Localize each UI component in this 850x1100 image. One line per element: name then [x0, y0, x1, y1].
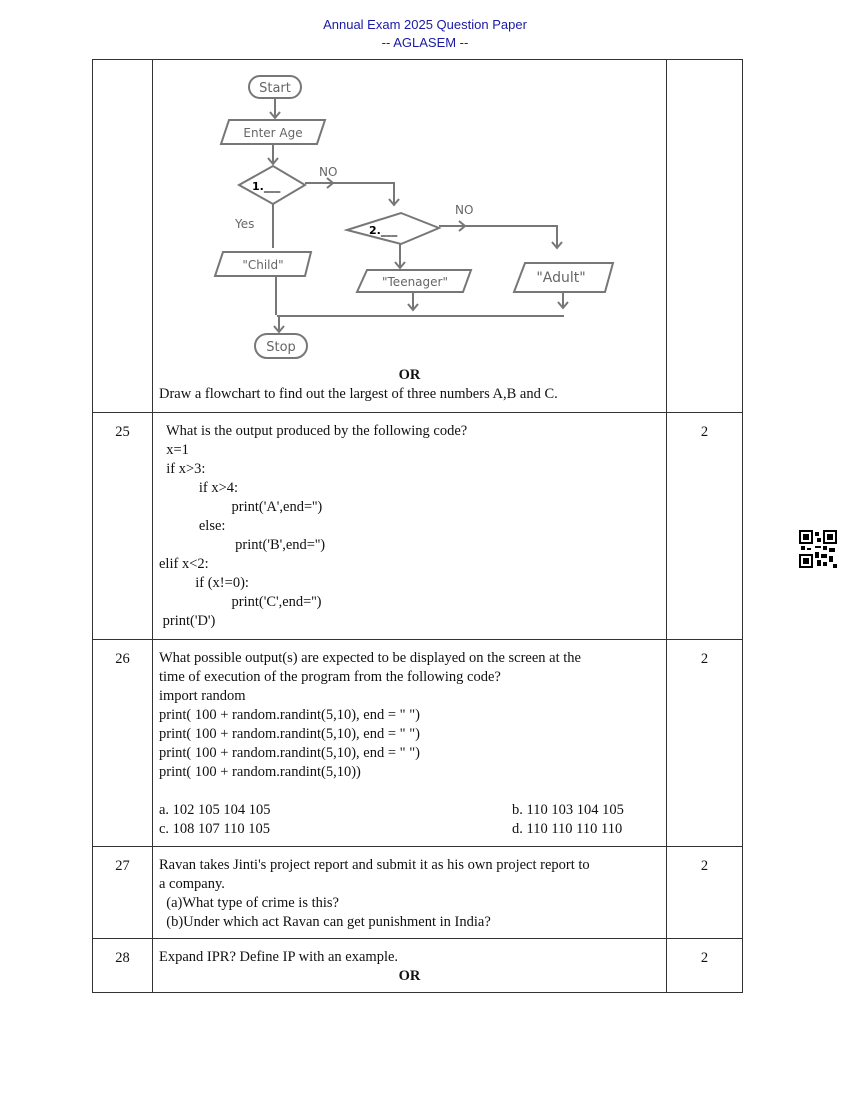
code-line: elif x<2: [159, 556, 209, 572]
marks: 2 [666, 938, 743, 993]
question-line: a company. [159, 876, 225, 892]
code-line: print( 100 + random.randint(5,10), end =… [159, 726, 420, 742]
code-line: import random [159, 688, 246, 704]
table-row: 28 Expand IPR? Define IP with an example… [92, 938, 743, 993]
code-line: if (x!=0): [159, 575, 249, 591]
flowchart-image: Start Enter Age 1.___ 2.___ Yes NO NO "C… [213, 75, 615, 359]
code-line: print('A',end='') [159, 499, 323, 515]
flow-start: Start [259, 81, 291, 96]
flow-no-label-2: NO [455, 203, 473, 217]
code-line: if x>4: [159, 480, 239, 496]
question-text: Draw a flowchart to find out the largest… [159, 386, 558, 402]
qr-code-icon [799, 530, 837, 568]
flow-output-teenager: "Teenager" [382, 275, 448, 289]
flow-decision-1: 1.___ [252, 180, 281, 193]
or-label: OR [398, 367, 421, 383]
flow-no-label-1: NO [319, 165, 337, 179]
flow-input: Enter Age [243, 126, 302, 140]
code-line: x=1 [159, 442, 189, 458]
options: a. 102 105 104 105 b. 110 103 104 105 c.… [159, 801, 660, 839]
question-number: 25 [92, 412, 153, 640]
code-line: What is the output produced by the follo… [159, 423, 468, 439]
question-line: time of execution of the program from th… [159, 669, 501, 685]
flow-output-adult: "Adult" [536, 270, 585, 286]
flow-yes-label: Yes [234, 217, 254, 231]
header-subtitle: -- AGLASEM -- [381, 35, 469, 50]
question-line: (a)What type of crime is this? [159, 895, 339, 911]
header-title: Annual Exam 2025 Question Paper [323, 17, 527, 32]
question-table: Start Enter Age 1.___ 2.___ Yes NO NO "C… [92, 59, 743, 993]
code-line: print( 100 + random.randint(5,10), end =… [159, 745, 420, 761]
table-row: Start Enter Age 1.___ 2.___ Yes NO NO "C… [92, 59, 743, 413]
table-row: 26 What possible output(s) are expected … [92, 639, 743, 847]
code-line: if x>3: [159, 461, 206, 477]
code-line: print('C',end='') [159, 594, 322, 610]
option-c: c. 108 107 110 105 [159, 821, 271, 837]
option-b: b. 110 103 104 105 [512, 802, 624, 818]
marks: 2 [666, 412, 743, 640]
table-row: 25 What is the output produced by the fo… [92, 412, 743, 640]
question-number: 26 [92, 639, 153, 847]
table-row: 27 Ravan takes Jinti's project report an… [92, 846, 743, 939]
code-line: print( 100 + random.randint(5,10), end =… [159, 707, 420, 723]
question-number: 28 [92, 938, 153, 993]
code-line: print( 100 + random.randint(5,10)) [159, 764, 361, 780]
flow-decision-2: 2.___ [369, 224, 398, 237]
marks: 2 [666, 846, 743, 939]
flow-output-child: "Child" [242, 258, 283, 272]
question-line: Ravan takes Jinti's project report and s… [159, 857, 590, 873]
or-label: OR [398, 968, 421, 984]
flow-stop: Stop [266, 340, 296, 355]
code-line: else: [159, 518, 226, 534]
question-number: 27 [92, 846, 153, 939]
option-a: a. 102 105 104 105 [159, 802, 271, 818]
marks: 2 [666, 639, 743, 847]
code-line: print('D') [159, 613, 216, 629]
question-text: Expand IPR? Define IP with an example. [159, 949, 399, 965]
question-line: What possible output(s) are expected to … [159, 650, 581, 666]
option-d: d. 110 110 110 110 [512, 821, 623, 837]
question-line: (b)Under which act Ravan can get punishm… [159, 914, 491, 930]
code-line: print('B',end='') [159, 537, 326, 553]
